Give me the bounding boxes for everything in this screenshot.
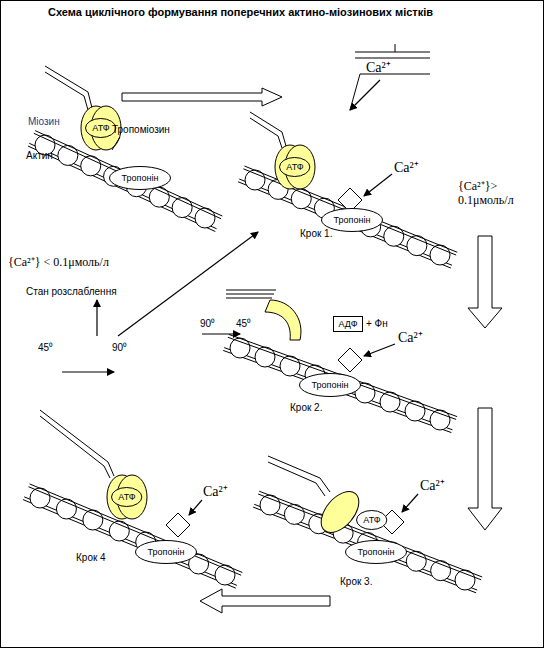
troponin-ellipse: Тропонін xyxy=(109,166,171,190)
angle-label: 90⁰ xyxy=(112,342,127,354)
tropomyosin-strand xyxy=(229,334,457,416)
node-text: АДФ xyxy=(338,319,357,329)
node-shape xyxy=(357,511,387,530)
node-text: Тропонін xyxy=(148,547,185,557)
ion-label: Ca²⁺ xyxy=(394,160,419,176)
tropomyosin-strand xyxy=(258,494,481,580)
part-name: Тропоміозин xyxy=(112,124,170,136)
atp-ellipse: АТФ xyxy=(356,510,387,530)
node-shape xyxy=(110,167,171,190)
myosin-heads xyxy=(81,106,366,539)
tropomyosin-strand xyxy=(228,337,456,419)
tropomyosin-strand xyxy=(259,491,482,577)
atp-ellipse: АТФ xyxy=(279,157,310,177)
node-text: АТФ xyxy=(363,515,380,525)
tropomyosin-strand xyxy=(244,166,457,252)
step-label: Крок 3. xyxy=(340,576,372,588)
step-label: Крок 2. xyxy=(290,402,322,414)
part-name: Міозин xyxy=(28,116,60,128)
step-label: Крок 4 xyxy=(76,552,106,564)
reticulum-bracket xyxy=(350,44,430,110)
tropomyosin-strand xyxy=(28,146,215,231)
troponin-ellipse: Тропонін xyxy=(345,540,407,564)
small-arrows xyxy=(62,232,258,372)
part-name: Актин xyxy=(26,150,53,162)
angle-label: 45⁰ xyxy=(236,318,251,330)
atp-ellipse: АТФ xyxy=(111,487,142,507)
node-shape xyxy=(112,488,142,507)
troponin-ellipse: Тропонін xyxy=(135,540,197,564)
tropomyosin-strand xyxy=(243,169,456,255)
state-label: Стан розслаблення xyxy=(26,286,117,298)
node-shape xyxy=(86,119,116,138)
adp-box: АДФ xyxy=(333,316,363,332)
diagram-title: Схема циклічного формування поперечних а… xyxy=(48,6,433,19)
tropomyosin-strand xyxy=(254,504,477,590)
node-text: Тропонін xyxy=(358,547,395,557)
node-shape xyxy=(334,317,363,332)
node-text: Тропонін xyxy=(334,215,371,225)
tropomyosin-strand xyxy=(224,348,452,430)
node-shape xyxy=(280,158,310,177)
node-text: Тропонін xyxy=(122,173,159,183)
actin-filaments xyxy=(23,131,482,593)
tropomyosin-leader xyxy=(112,137,120,150)
tropomyosin-strand xyxy=(30,484,243,573)
angle-label: 90⁰ xyxy=(200,318,215,330)
product-label: + Фн xyxy=(366,318,388,330)
atp-ellipse: АТФ xyxy=(85,118,116,138)
node-text: Тропонін xyxy=(312,380,349,390)
concentration-note: {Ca²⁺}> 0.1μмоль/л xyxy=(458,180,538,208)
step-label: Крок 1. xyxy=(300,228,332,240)
ion-label: Ca²⁺ xyxy=(398,330,423,346)
troponin-diamonds xyxy=(166,188,404,537)
tropomyosin-strand xyxy=(35,131,222,216)
tropomyosin-strand xyxy=(29,143,216,228)
node-shape xyxy=(346,541,407,564)
troponin-ellipse: Тропонін xyxy=(299,373,361,397)
angle-label: 45⁰ xyxy=(38,342,53,354)
node-text: АТФ xyxy=(286,162,303,172)
ion-label: Ca²⁺ xyxy=(203,484,228,500)
ion-label: Ca²⁺ xyxy=(366,60,391,76)
tropomyosin-strand xyxy=(239,179,452,265)
node-text: АТФ xyxy=(118,492,135,502)
node-shape xyxy=(300,374,361,397)
ion-label: Ca²⁺ xyxy=(420,478,445,494)
calcium-arrows xyxy=(189,80,418,515)
node-text: АТФ xyxy=(92,123,109,133)
tropomyosin-strand xyxy=(34,133,221,218)
tropomyosin-strand xyxy=(28,487,241,576)
node-shape xyxy=(136,541,197,564)
concentration-note: {Ca²⁺} < 0.1μмоль/л xyxy=(8,256,109,270)
myosin-stalks xyxy=(40,66,330,496)
cycle-arrows xyxy=(122,88,502,613)
